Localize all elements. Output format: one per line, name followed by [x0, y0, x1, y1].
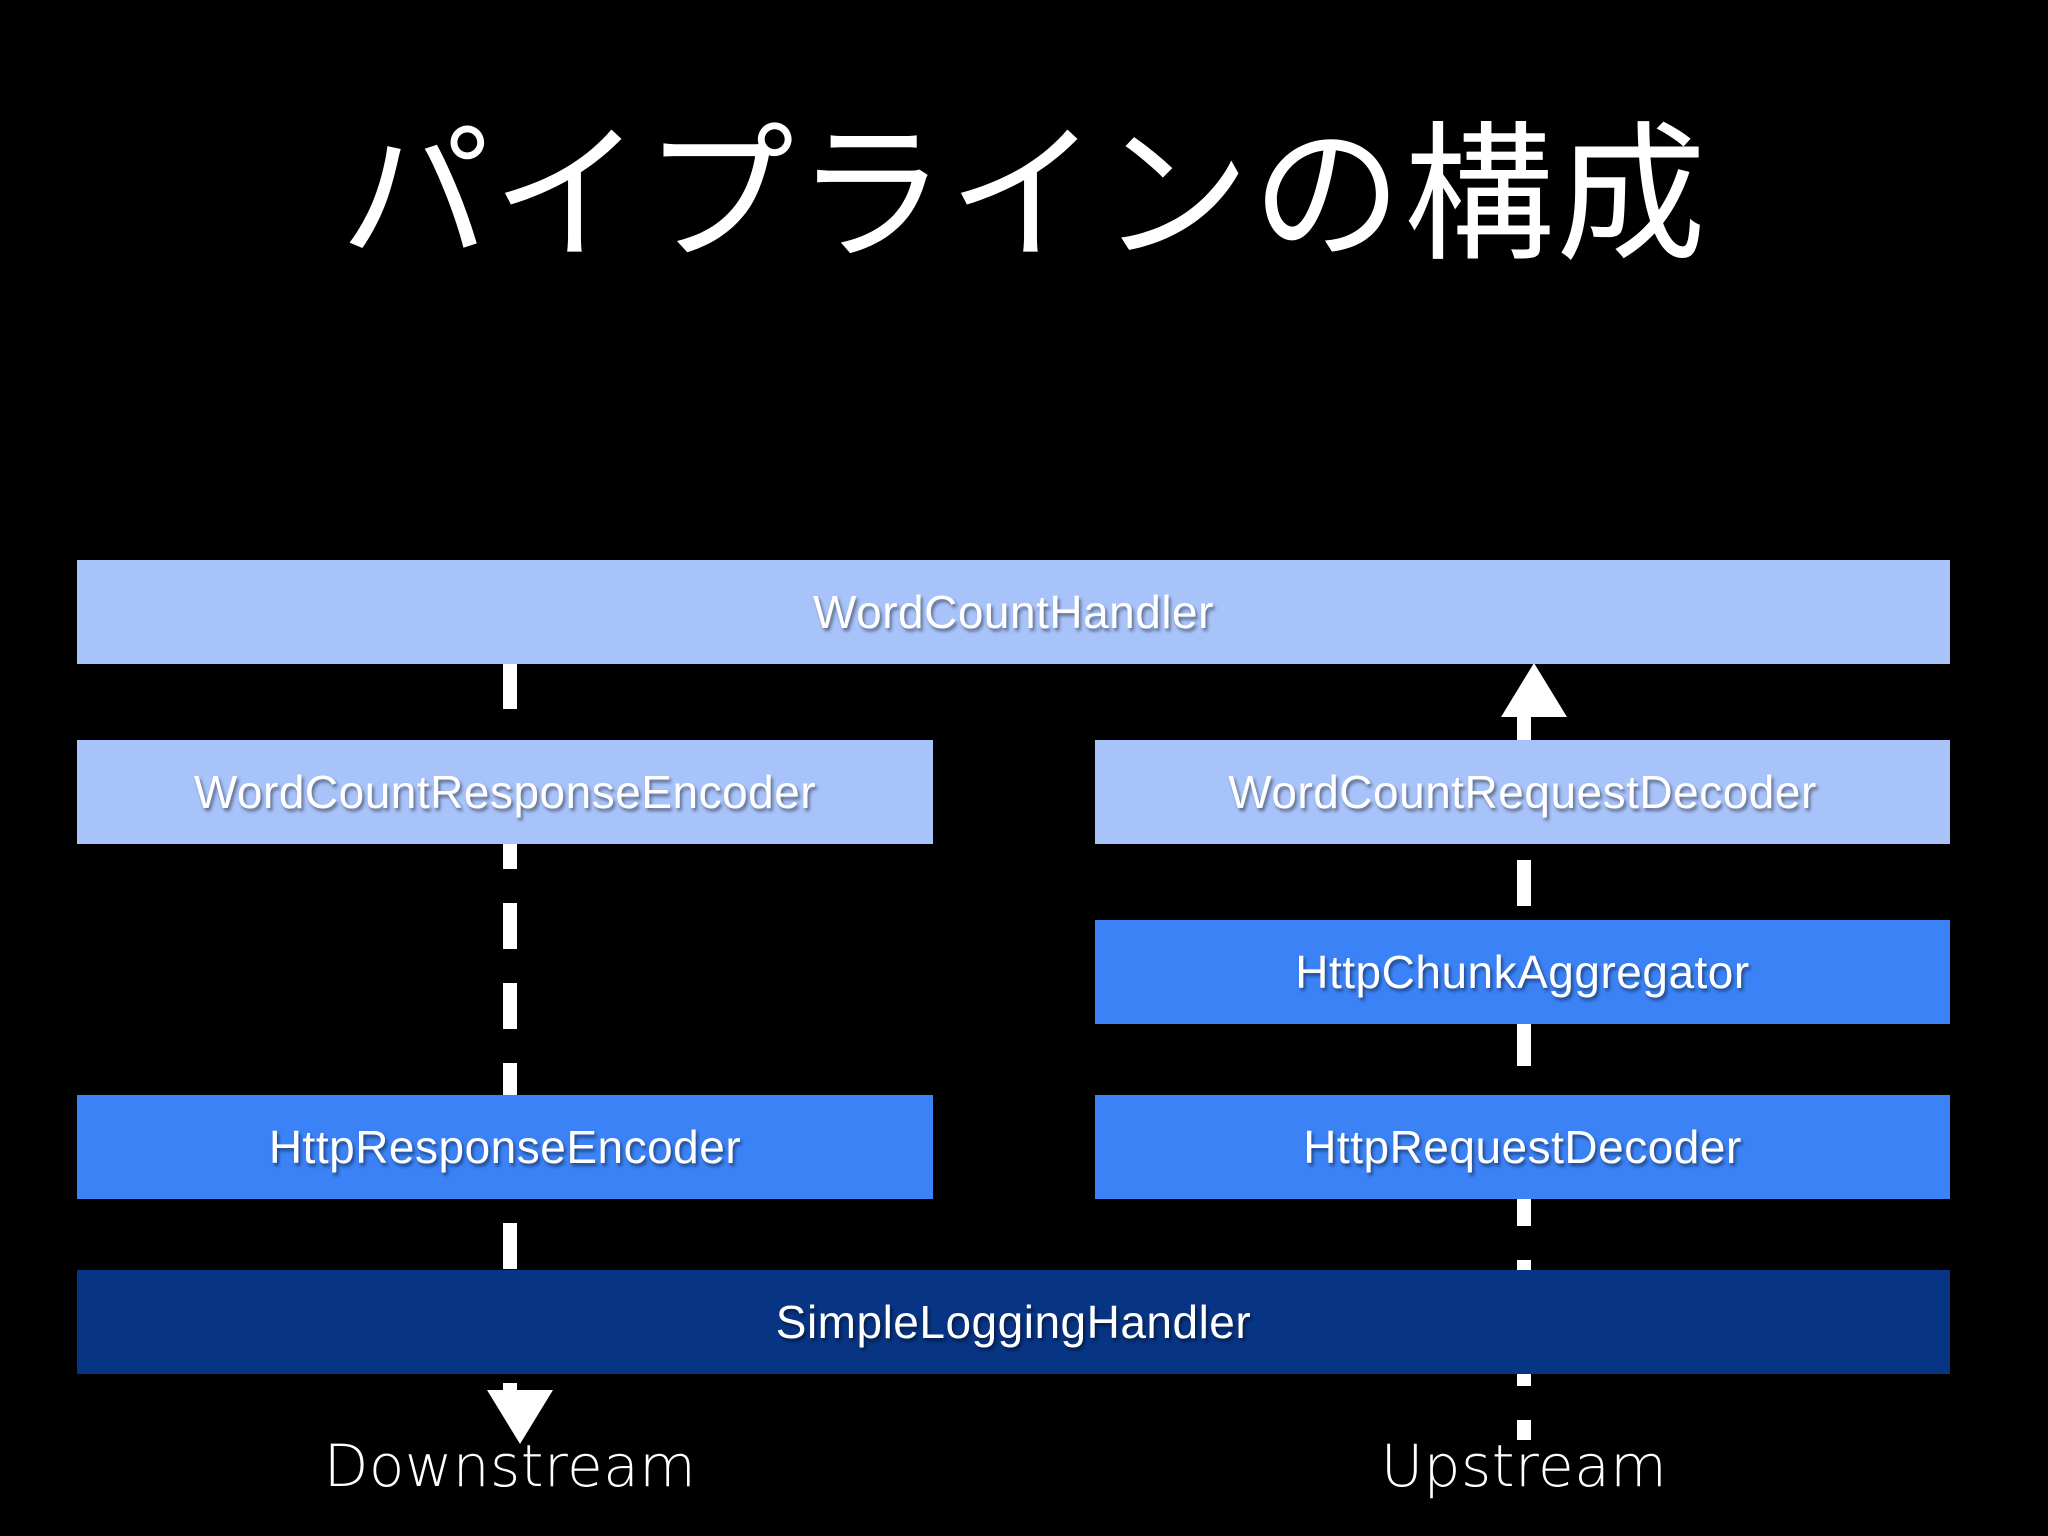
page-title: パイプラインの構成 [339, 109, 1708, 283]
handler-bar-http-request-decoder[interactable]: HttpRequestDecoder [1095, 1095, 1950, 1199]
handler-bar-label: WordCountResponseEncoder [193, 766, 817, 818]
handler-bar-label: HttpResponseEncoder [268, 1121, 742, 1173]
handler-bar-word-count-request-decoder[interactable]: WordCountRequestDecoder [1095, 740, 1950, 844]
downstream-flow-line [503, 663, 517, 1403]
arrow-down-icon [487, 1390, 553, 1444]
handler-bar-word-count-response-encoder[interactable]: WordCountResponseEncoder [77, 740, 933, 844]
handler-bar-simple-logging-handler[interactable]: SimpleLoggingHandler [77, 1270, 1950, 1374]
handler-bar-label: HttpRequestDecoder [1303, 1121, 1742, 1173]
upstream-flow-line [1517, 700, 1531, 1440]
handler-bar-label: WordCountRequestDecoder [1228, 766, 1817, 818]
handler-bar-label: HttpChunkAggregator [1295, 946, 1750, 998]
handler-bar-http-chunk-aggregator[interactable]: HttpChunkAggregator [1095, 920, 1950, 1024]
arrow-up-icon [1501, 663, 1567, 717]
handler-bar-label: SimpleLoggingHandler [775, 1296, 1252, 1348]
handler-bar-label: WordCountHandler [813, 586, 1214, 638]
handler-bar-word-count-handler[interactable]: WordCountHandler [77, 560, 1950, 664]
direction-caption-upstream: Upstream [1380, 1432, 1668, 1500]
direction-caption-downstream: Downstream [323, 1432, 697, 1500]
handler-bar-http-response-encoder[interactable]: HttpResponseEncoder [77, 1095, 933, 1199]
